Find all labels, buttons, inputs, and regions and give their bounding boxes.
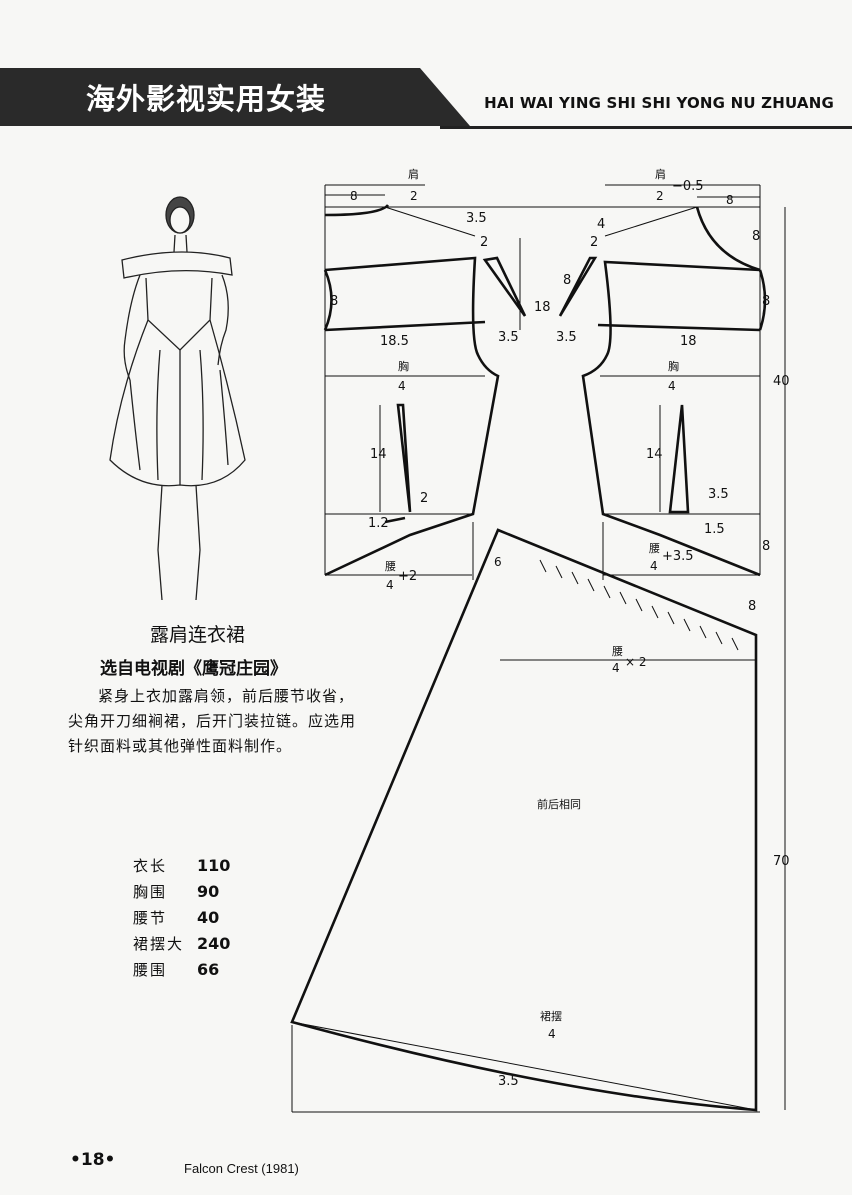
label-plus2: +2 [398,569,417,584]
label-minus05: −0.5 [672,179,704,194]
caption: Falcon Crest (1981) [184,1161,299,1176]
label-185: 18.5 [380,334,409,349]
label-35-a: 3.5 [466,211,487,226]
label-eight-back: 8 [350,189,358,203]
header-title-cn: 海外影视实用女装 [86,82,327,116]
garment-title: 露肩连衣裙 [150,624,246,646]
label-35-b: 3.5 [498,330,519,345]
measurement-label: 腰围 [133,960,168,979]
measurement-value: 40 [197,907,220,927]
label-six: 6 [494,555,502,569]
label-35-d: 3.5 [708,487,729,502]
label-eight-dart-front: 8 [563,273,571,288]
label-15: 1.5 [704,522,725,537]
label-70: 70 [773,854,790,869]
measurement-value: 90 [197,881,220,901]
label-four-front: 4 [597,217,605,232]
measurement-value: 66 [197,959,220,979]
label-shoulder-back: 肩 [408,167,419,181]
label-four-chest-back: 4 [398,379,406,393]
measurement-label: 裙摆大 [133,934,185,953]
label-four-waist-back: 4 [386,578,394,592]
label-35-hem: 3.5 [498,1074,519,1089]
label-eight-front: 8 [726,193,734,207]
measurement-label: 衣长 [133,856,168,875]
label-hem: 裙摆 [540,1009,562,1023]
label-two-back: 2 [410,189,418,203]
header-band: 海外影视实用女装 HAI WAI YING SHI SHI YONG NU ZH… [0,68,852,129]
label-waist-back: 腰 [385,560,396,573]
header-dark-block [0,68,470,126]
label-four-waist-skirt: 4 [612,661,620,675]
garment-description: 紧身上衣加露肩领，前后腰节收省，尖角开刀细裥裙，后开门装拉链。应选用针织面料或其… [68,687,357,755]
measurement-value: 240 [197,933,231,953]
measurement-row: 腰围 66 [133,956,230,982]
label-four-hem: 4 [548,1027,556,1041]
measurement-row: 裙摆大 240 [133,930,230,956]
label-chest-back: 胸 [398,359,409,373]
label-two-front: 2 [656,189,664,203]
label-two-waist: 2 [420,491,428,506]
label-18-front: 18 [680,334,697,349]
measurement-label: 胸围 [133,882,168,901]
label-14-back: 14 [370,447,387,462]
label-two-dart-back: 2 [480,235,488,250]
label-eight-neck-front: 8 [752,229,760,244]
garment-source: 选自电视剧《鹰冠庄园》 [100,659,287,679]
label-14-front: 14 [646,447,663,462]
measurement-row: 胸围 90 [133,878,230,904]
measurement-value: 110 [197,855,231,875]
label-12: 1.2 [368,516,389,531]
label-times2: × 2 [625,655,647,669]
label-chest-front: 胸 [668,359,679,373]
dress-illustration [109,196,246,601]
label-eight-sleeve-back: 8 [330,294,338,309]
header-rule [440,126,852,129]
measurement-label: 腰节 [133,908,168,927]
label-shoulder-front: 肩 [655,167,666,181]
label-four-waist-front: 4 [650,559,658,573]
measurement-row: 衣长 110 [133,852,230,878]
label-four-chest-front: 4 [668,379,676,393]
label-waist-skirt: 腰 [612,645,623,658]
label-40: 40 [773,374,790,389]
label-eight-side: 8 [762,539,770,554]
label-eight-sleeve-front: 8 [762,294,770,309]
measurements-table: 衣长 110 胸围 90 腰节 40 裙摆大 240 腰围 66 [133,852,230,982]
header-title-en: HAI WAI YING SHI SHI YONG NU ZHUANG [484,94,834,112]
page-number: •18• [70,1150,116,1170]
label-waist-front: 腰 [649,542,660,555]
label-plus35: +3.5 [662,549,694,564]
label-same: 前后相同 [537,797,581,811]
label-two-dart-front: 2 [590,235,598,250]
label-eight-skirt: 8 [748,599,756,614]
measurement-row: 腰节 40 [133,904,230,930]
label-35-c: 3.5 [556,330,577,345]
label-18-vertical: 18 [534,300,551,315]
